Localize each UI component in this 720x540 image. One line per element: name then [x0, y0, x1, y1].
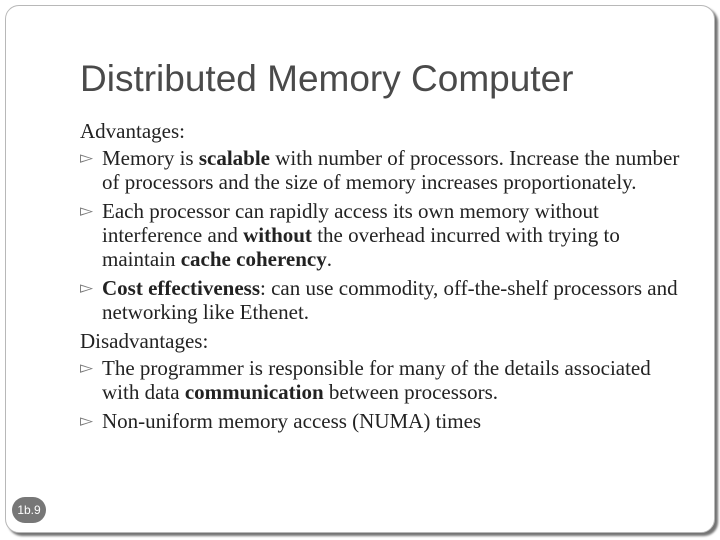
- slide-frame: [5, 5, 715, 533]
- page-number-badge: 1b.9: [12, 497, 46, 523]
- list-item: ▻The programmer is responsible for many …: [80, 356, 651, 404]
- right-triangle-bullet-icon: ▻: [80, 358, 94, 377]
- right-triangle-bullet-icon: ▻: [80, 201, 94, 220]
- list-item: ▻Memory is scalable with number of proce…: [80, 146, 680, 194]
- disadvantages-heading: Disadvantages:: [80, 329, 209, 353]
- slide-body: Advantages: ▻Memory is scalable with num…: [80, 119, 690, 433]
- advantages-heading: Advantages:: [80, 119, 185, 143]
- right-triangle-bullet-icon: ▻: [80, 411, 94, 430]
- right-triangle-bullet-icon: ▻: [80, 148, 94, 167]
- list-item: ▻Each processor can rapidly access its o…: [80, 199, 620, 271]
- slide-title: Distributed Memory Computer: [80, 58, 574, 99]
- list-item: ▻Cost effectiveness: can use commodity, …: [80, 276, 678, 324]
- list-item: ▻Non-uniform memory access (NUMA) times: [80, 409, 482, 433]
- right-triangle-bullet-icon: ▻: [80, 278, 94, 297]
